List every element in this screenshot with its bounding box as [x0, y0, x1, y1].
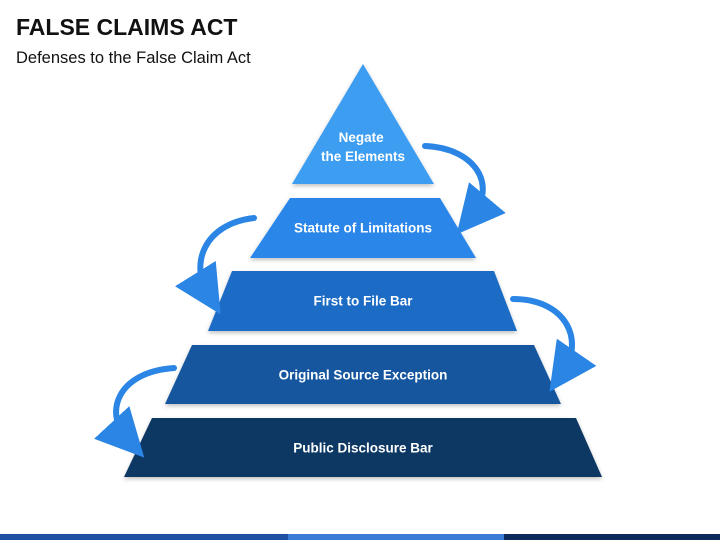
- curved-arrow-icon: [510, 296, 597, 392]
- page-subtitle: Defenses to the False Claim Act: [16, 49, 251, 67]
- curved-arrow-icon: [174, 215, 257, 315]
- curved-arrow-icon: [94, 365, 177, 458]
- tier-shape: [165, 345, 561, 404]
- pyramid-tier-negate-elements: Negate the Elements: [292, 64, 434, 184]
- tier-shape: [250, 198, 476, 258]
- page-title: FALSE CLAIMS ACT: [16, 14, 238, 40]
- pyramid-tier-statute-of-limitations: Statute of Limitations: [250, 198, 476, 258]
- pyramid-tier-first-to-file-bar: First to File Bar: [208, 271, 517, 331]
- tier-label: First to File Bar: [313, 294, 413, 309]
- tier-shape: [208, 271, 517, 331]
- tier-label: Public Disclosure Bar: [293, 441, 433, 456]
- footer-accent-bar: [0, 534, 720, 540]
- tier-label: Original Source Exception: [279, 368, 448, 383]
- tier-label: Statute of Limitations: [294, 221, 432, 236]
- curved-arrow-icon: [422, 143, 506, 235]
- pyramid-tier-original-source-exception: Original Source Exception: [165, 345, 561, 404]
- tier-shape: [292, 64, 434, 184]
- pyramid-tier-public-disclosure-bar: Public Disclosure Bar: [124, 418, 602, 477]
- tier-shape: [124, 418, 602, 477]
- tier-label: Negate the Elements: [321, 130, 405, 164]
